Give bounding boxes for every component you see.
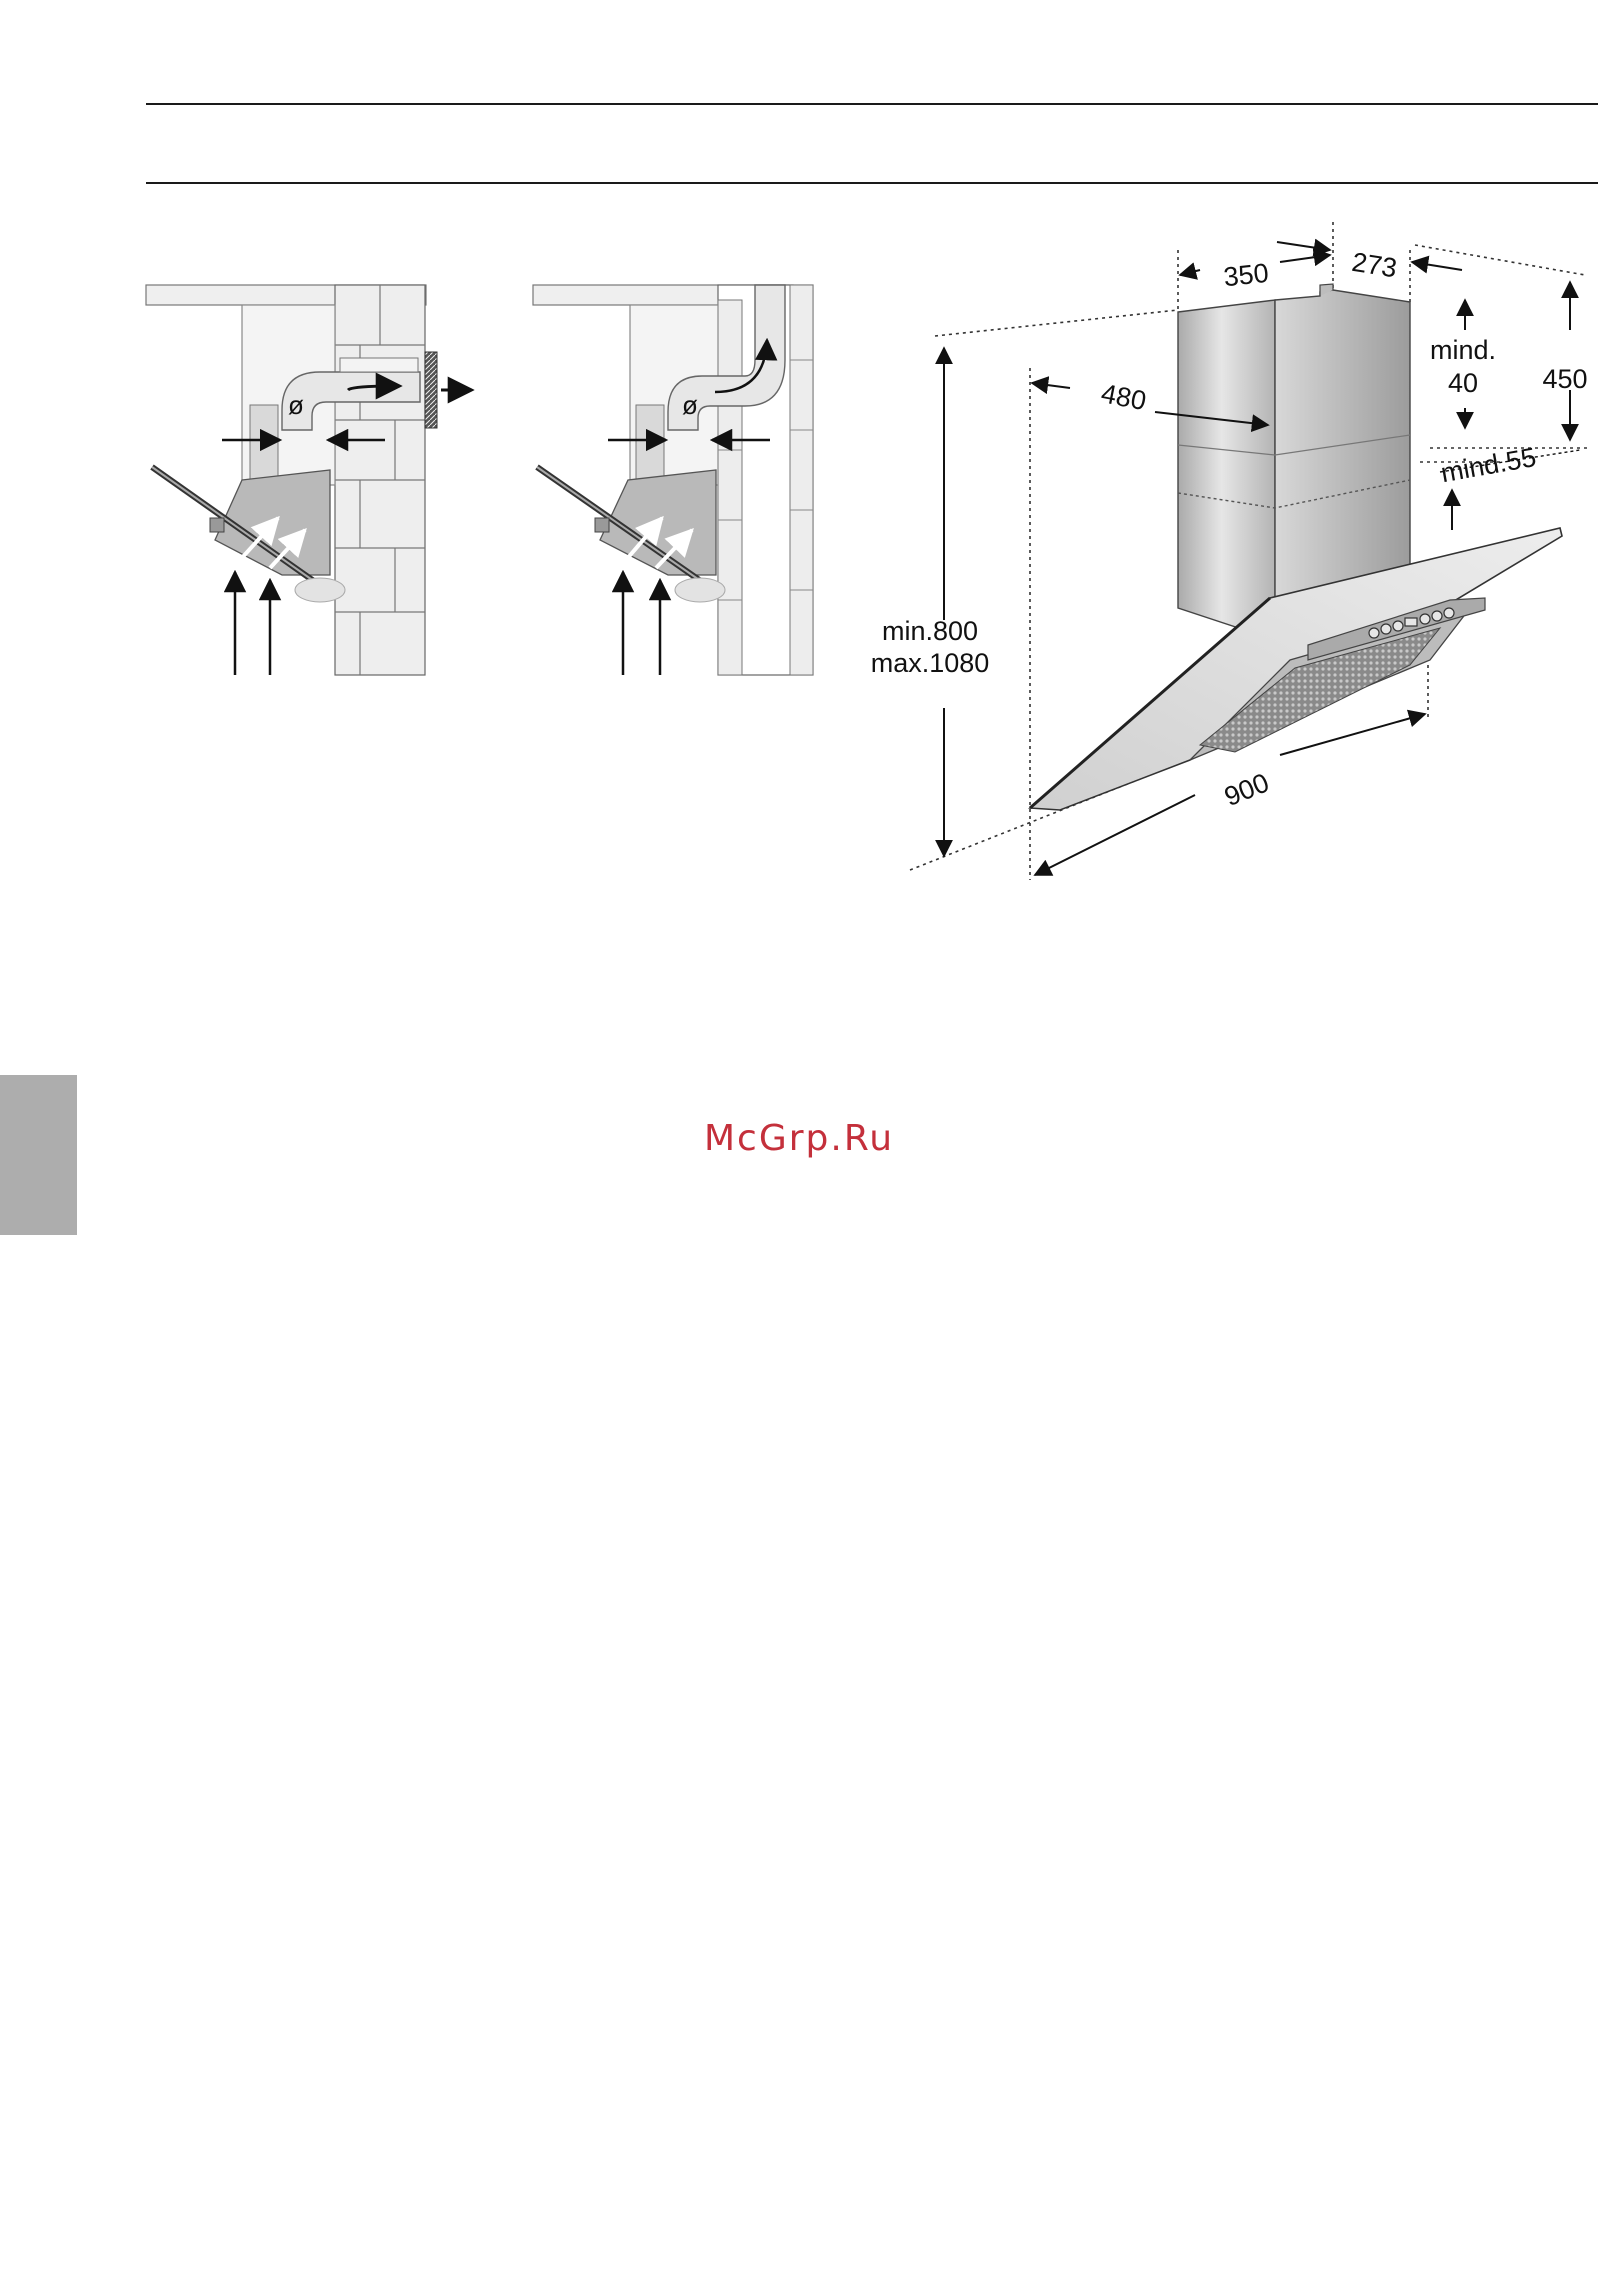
- display: [1405, 618, 1417, 626]
- brick-wall: [335, 285, 425, 675]
- dim-depth-hood: 480: [1099, 378, 1149, 416]
- dim-height-max: max.1080: [871, 648, 990, 678]
- dim-width-hood: 900: [1220, 767, 1273, 812]
- control-button: [1393, 621, 1403, 631]
- figure-exhaust-outside: ø: [146, 285, 472, 675]
- dim-overlap: mind.55: [1439, 442, 1539, 488]
- control-button: [1381, 624, 1391, 634]
- control-button: [1369, 628, 1379, 638]
- control-button: [1432, 611, 1442, 621]
- control-button: [1420, 614, 1430, 624]
- dim-min-gap-label: mind.: [1430, 335, 1496, 365]
- watermark: McGrp.Ru: [704, 1118, 894, 1159]
- dim-height-min: min.800: [882, 616, 978, 646]
- diameter-symbol-2: ø: [682, 390, 698, 420]
- dim-min-gap-value: 40: [1448, 368, 1478, 398]
- wall-grill: [425, 352, 437, 428]
- dim-width-chimney: 350: [1222, 258, 1270, 293]
- chimney-front: [1178, 300, 1275, 640]
- figure-exhaust-chimney: ø: [533, 285, 813, 675]
- dim-chimney-height: 450: [1542, 364, 1587, 394]
- control-button: [1444, 608, 1454, 618]
- figure-dimensions: 350 273 mind. 40 450 mind.55 480 min.800…: [871, 222, 1590, 880]
- diameter-symbol-1: ø: [288, 390, 304, 420]
- dim-depth-chimney: 273: [1350, 247, 1399, 284]
